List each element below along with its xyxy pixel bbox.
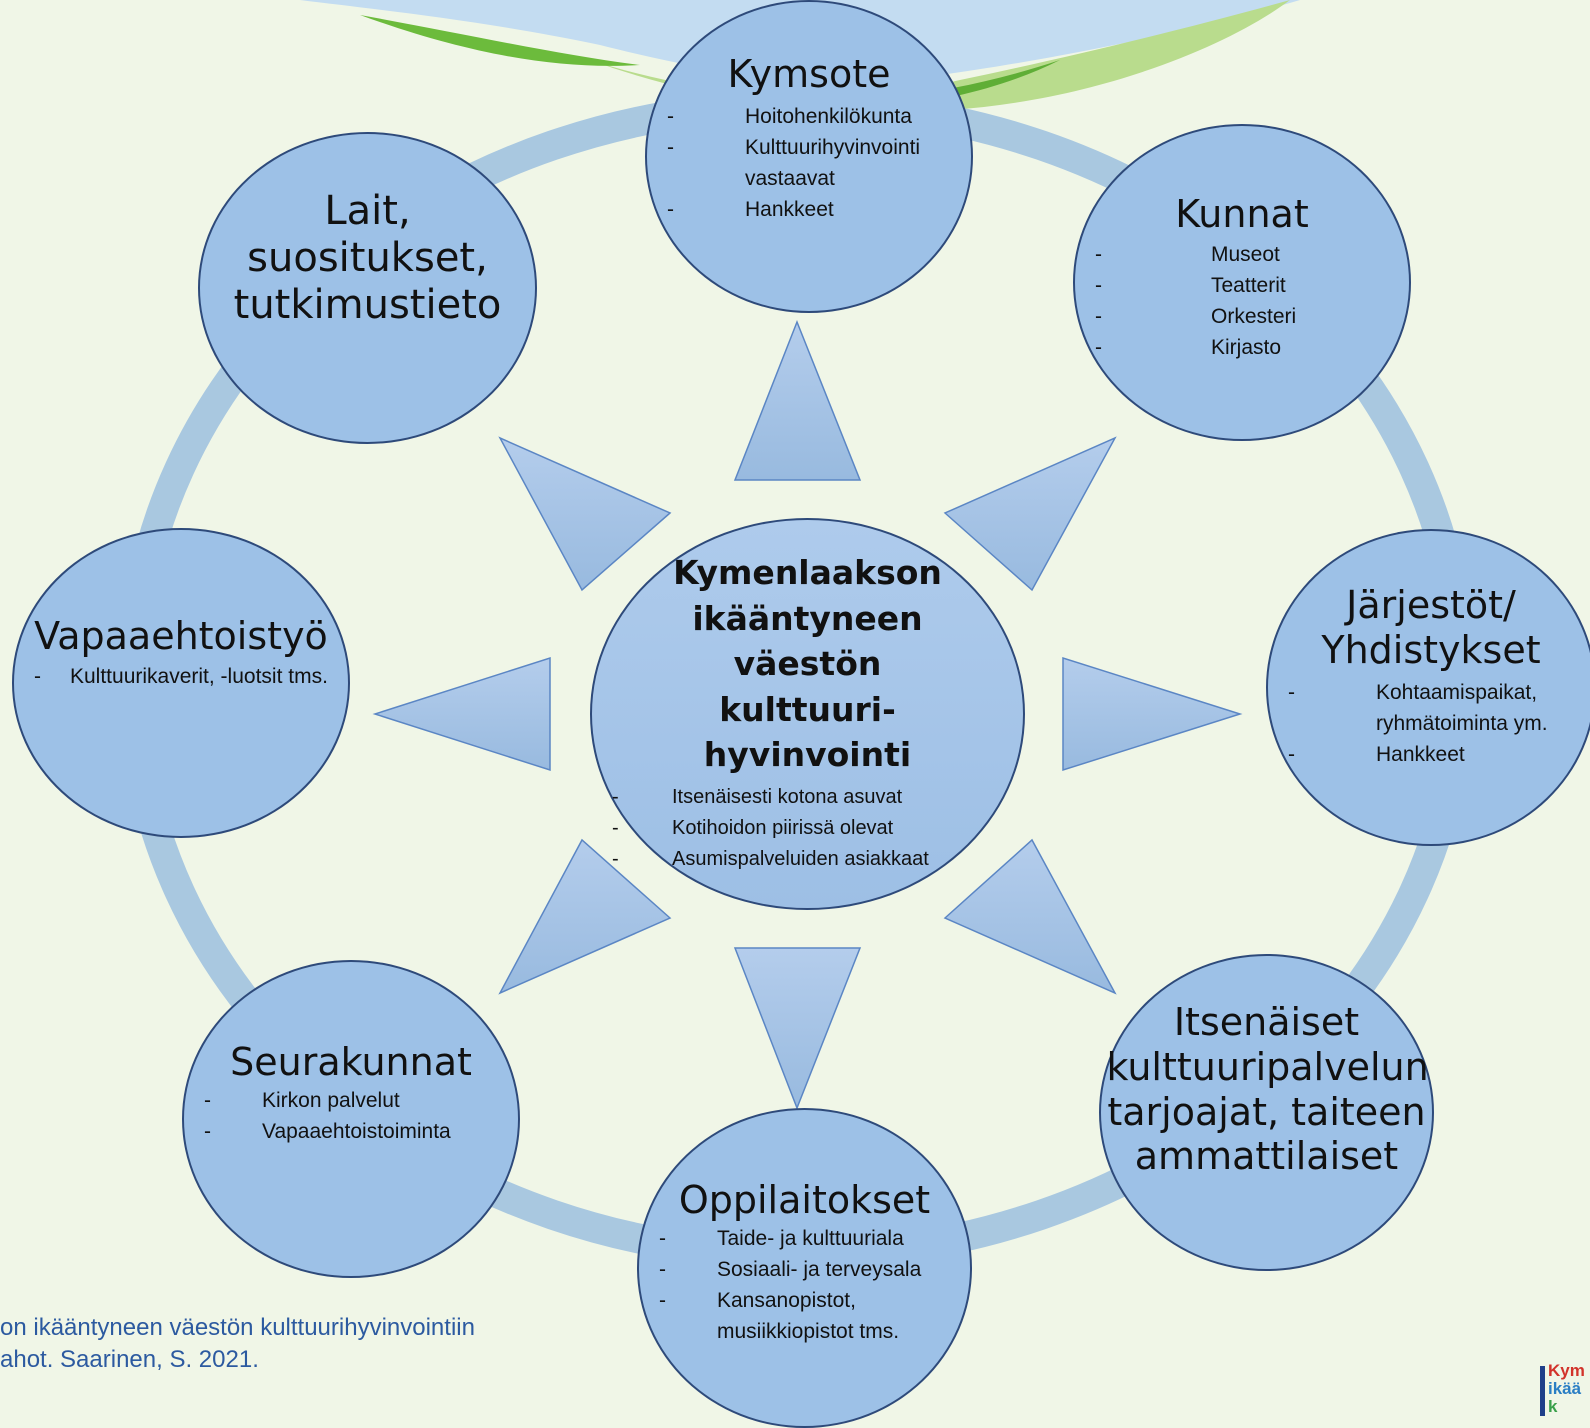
arrow-down-right bbox=[943, 838, 1117, 995]
node-oppilaitokset-item: Sosiaali- ja terveysala bbox=[639, 1254, 970, 1285]
center-node-kulttuurihyvinvointi: Kymenlaakson ikääntyneen väestön kulttuu… bbox=[590, 518, 1025, 910]
node-seurakunnat-item: Vapaaehtoistoiminta bbox=[184, 1116, 518, 1147]
node-seurakunnat: Seurakunnat Kirkon palvelut Vapaaehtoist… bbox=[182, 960, 520, 1278]
center-list: Itsenäisesti kotona asuvat Kotihoidon pi… bbox=[592, 782, 1023, 875]
arrows bbox=[372, 319, 1243, 1111]
node-kunnat-item: Teatterit bbox=[1075, 270, 1409, 301]
caption-line-1: on ikääntyneen väestön kulttuurihyvinvoi… bbox=[0, 1314, 475, 1341]
node-seurakunnat-list: Kirkon palvelut Vapaaehtoistoiminta bbox=[184, 1085, 518, 1147]
arrow-up-left bbox=[498, 436, 672, 592]
figure-caption: on ikääntyneen väestön kulttuurihyvinvoi… bbox=[0, 1312, 475, 1376]
node-seurakunnat-item: Kirkon palvelut bbox=[184, 1085, 518, 1116]
node-kymsote-item: Hankkeet bbox=[647, 194, 971, 225]
node-kunnat-item: Kirjasto bbox=[1075, 332, 1409, 363]
logo-line-2: ikää bbox=[1548, 1379, 1582, 1398]
node-vapaaehtoistyo-title: Vapaaehtoistyö bbox=[34, 614, 328, 658]
node-kunnat-item: Orkesteri bbox=[1075, 301, 1409, 332]
logo: Kym ikää k bbox=[1540, 1360, 1590, 1416]
node-oppilaitokset-list: Taide- ja kulttuuriala Sosiaali- ja terv… bbox=[639, 1223, 970, 1347]
node-kymsote-item: Kulttuurihyvinvointi vastaavat bbox=[647, 132, 971, 194]
node-kunnat: Kunnat Museot Teatterit Orkesteri Kirjas… bbox=[1073, 124, 1411, 441]
node-vapaaehtoistyo-item: Kulttuurikaverit, -luotsit tms. bbox=[14, 661, 348, 692]
arrow-down bbox=[733, 947, 862, 1111]
center-title: Kymenlaakson ikääntyneen väestön kulttuu… bbox=[673, 553, 942, 775]
node-kunnat-list: Museot Teatterit Orkesteri Kirjasto bbox=[1075, 239, 1409, 363]
node-jarjestot-item: Hankkeet bbox=[1268, 739, 1590, 770]
caption-line-2: ahot. Saarinen, S. 2021. bbox=[0, 1346, 259, 1373]
logo-line-3: k bbox=[1548, 1397, 1558, 1416]
node-jarjestot: Järjestöt/ Yhdistykset Kohtaamispaikat, … bbox=[1266, 529, 1590, 846]
center-item: Kotihoidon piirissä olevat bbox=[592, 813, 1023, 844]
node-kunnat-title: Kunnat bbox=[1175, 192, 1309, 236]
center-item: Asumispalveluiden asiakkaat bbox=[592, 844, 1023, 875]
node-itsenaiset: Itsenäiset kulttuuripalvelun tarjoajat, … bbox=[1099, 954, 1434, 1271]
node-kymsote-item: Hoitohenkilökunta bbox=[647, 101, 971, 132]
node-lait-title: Lait, suositukset, tutkimustieto bbox=[233, 188, 502, 329]
node-oppilaitokset-item: Kansanopistot, musiikkiopistot tms. bbox=[639, 1285, 970, 1347]
arrow-up bbox=[733, 319, 862, 481]
logo-bar bbox=[1540, 1366, 1545, 1416]
node-kunnat-item: Museot bbox=[1075, 239, 1409, 270]
node-kymsote-title: Kymsote bbox=[727, 52, 891, 96]
node-vapaaehtoistyo: Vapaaehtoistyö Kulttuurikaverit, -luotsi… bbox=[12, 528, 350, 838]
node-seurakunnat-title: Seurakunnat bbox=[230, 1040, 472, 1084]
center-item: Itsenäisesti kotona asuvat bbox=[592, 782, 1023, 813]
logo-text: Kym ikää k bbox=[1548, 1362, 1585, 1416]
node-vapaaehtoistyo-list: Kulttuurikaverit, -luotsit tms. bbox=[14, 661, 348, 692]
node-oppilaitokset: Oppilaitokset Taide- ja kulttuuriala Sos… bbox=[637, 1108, 972, 1428]
node-itsenaiset-title: Itsenäiset kulttuuripalvelun tarjoajat, … bbox=[1106, 1000, 1429, 1179]
node-jarjestot-item: Kohtaamispaikat, ryhmätoiminta ym. bbox=[1268, 677, 1590, 739]
node-lait: Lait, suositukset, tutkimustieto bbox=[198, 132, 537, 444]
node-kymsote: Kymsote Hoitohenkilökunta Kulttuurihyvin… bbox=[645, 0, 973, 313]
node-jarjestot-title: Järjestöt/ Yhdistykset bbox=[1321, 583, 1541, 672]
arrow-right bbox=[1062, 656, 1243, 772]
node-jarjestot-list: Kohtaamispaikat, ryhmätoiminta ym. Hankk… bbox=[1268, 677, 1590, 770]
arrow-up-right bbox=[943, 436, 1117, 592]
node-oppilaitokset-item: Taide- ja kulttuuriala bbox=[639, 1223, 970, 1254]
arrow-down-left bbox=[498, 838, 672, 995]
node-kymsote-list: Hoitohenkilökunta Kulttuurihyvinvointi v… bbox=[647, 101, 971, 225]
node-oppilaitokset-title: Oppilaitokset bbox=[678, 1178, 931, 1222]
logo-line-1: Kym bbox=[1548, 1361, 1585, 1380]
arrow-left bbox=[372, 656, 551, 772]
